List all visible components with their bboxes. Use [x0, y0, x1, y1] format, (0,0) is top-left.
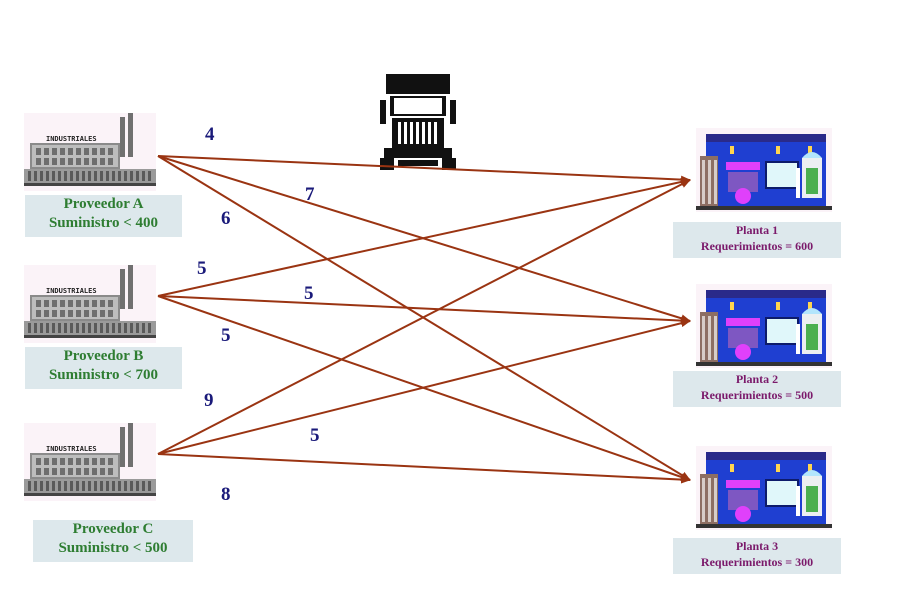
plant-requirement: Requerimientos = 300: [700, 555, 814, 569]
factory-sign: INDUSTRIALES: [46, 445, 97, 453]
factory-sign: INDUSTRIALES: [46, 135, 97, 143]
route-arrow: [157, 295, 691, 325]
plant-label: Planta 3 Requerimientos = 300: [673, 538, 841, 574]
factory-icon: [24, 113, 156, 191]
supplier-supply: Suministro < 700: [48, 367, 159, 383]
supplier-name: Proveedor C: [72, 521, 154, 537]
supplier-name: Proveedor A: [63, 196, 144, 212]
route-arrow: [157, 155, 691, 184]
supplier-label: Proveedor B Suministro < 700: [25, 347, 182, 389]
factory-icon: [24, 423, 156, 501]
route-arrow: [157, 178, 691, 297]
cost-label: 5: [221, 325, 231, 346]
route-arrow: [157, 319, 691, 455]
route-arrow: [157, 453, 691, 484]
supplier-supply: Suministro < 400: [48, 215, 159, 231]
storefront-icon: [695, 127, 833, 213]
plant-label: Planta 1 Requerimientos = 600: [673, 222, 841, 258]
cost-label: 8: [221, 484, 231, 505]
cost-label: 7: [305, 184, 315, 205]
storefront-icon: [695, 445, 833, 531]
cost-label: 5: [304, 283, 314, 304]
cost-label: 9: [204, 390, 214, 411]
plant-name: Planta 3: [735, 539, 779, 553]
plant-requirement: Requerimientos = 500: [700, 388, 814, 402]
route-arrow: [157, 179, 691, 455]
plant-name: Planta 2: [735, 372, 779, 386]
supplier-supply: Suministro < 500: [58, 540, 168, 556]
route-arrows: [157, 155, 691, 484]
supplier-label: Proveedor C Suministro < 500: [33, 520, 193, 562]
supplier-label: Proveedor A Suministro < 400: [25, 195, 182, 237]
storefront-icon: [695, 283, 833, 369]
truck-icon: [380, 72, 456, 170]
factory-sign: INDUSTRIALES: [46, 287, 97, 295]
plant-label: Planta 2 Requerimientos = 500: [673, 371, 841, 407]
cost-label: 5: [197, 258, 207, 279]
plant-requirement: Requerimientos = 600: [700, 239, 814, 253]
factory-icon: [24, 265, 156, 343]
cost-label: 4: [205, 124, 215, 145]
cost-label: 6: [221, 208, 231, 229]
cost-label: 5: [310, 425, 320, 446]
supplier-name: Proveedor B: [63, 348, 144, 364]
plant-name: Planta 1: [735, 223, 779, 237]
